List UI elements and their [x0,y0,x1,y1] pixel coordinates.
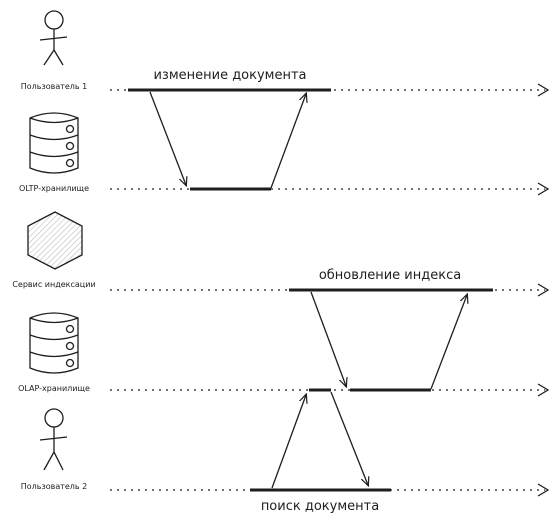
lane-label-user-2: Пользователь 2 [21,482,88,491]
lane-index-service: Сервис индексации [12,211,550,297]
lane-label-index-service: Сервис индексации [12,280,95,289]
flow-label-document-search: поиск документа [261,499,379,514]
response-arrow-to-user-2 [330,391,368,485]
lane-label-user-1: Пользователь 1 [21,82,88,91]
request-arrow-to-olap [310,291,346,386]
lane-olap: OLAP-хранилище [18,312,550,397]
lifeline-arrowhead [537,182,550,196]
flow-label-document-change: изменение документа [153,68,306,83]
flow-document-search: поиск документа [250,388,391,514]
lane-user-1: Пользователь 1 [21,10,550,97]
flow-document-change: изменение документа [128,68,331,191]
lifeline-arrowhead [537,283,550,297]
database-icon [29,112,79,174]
user-stick-figure-icon [39,408,68,471]
lane-oltp: OLTP-хранилище [19,112,550,196]
request-arrow-to-olap [271,395,306,489]
flow-label-index-update: обновление индекса [319,268,461,283]
flow-index-update: обновление индекса [289,268,493,392]
response-arrow-to-index-service [430,295,467,390]
database-icon [29,312,79,374]
response-arrow-to-user-1 [270,94,306,189]
lifeline-arrowhead [537,383,550,397]
lifeline-arrowhead [537,483,550,497]
lane-label-olap: OLAP-хранилище [18,384,90,393]
lane-label-oltp: OLTP-хранилище [19,184,89,193]
lifeline-arrowhead [537,83,550,97]
user-stick-figure-icon [39,10,68,66]
hexagon-service-icon [27,211,83,270]
request-arrow-to-oltp [149,91,186,185]
